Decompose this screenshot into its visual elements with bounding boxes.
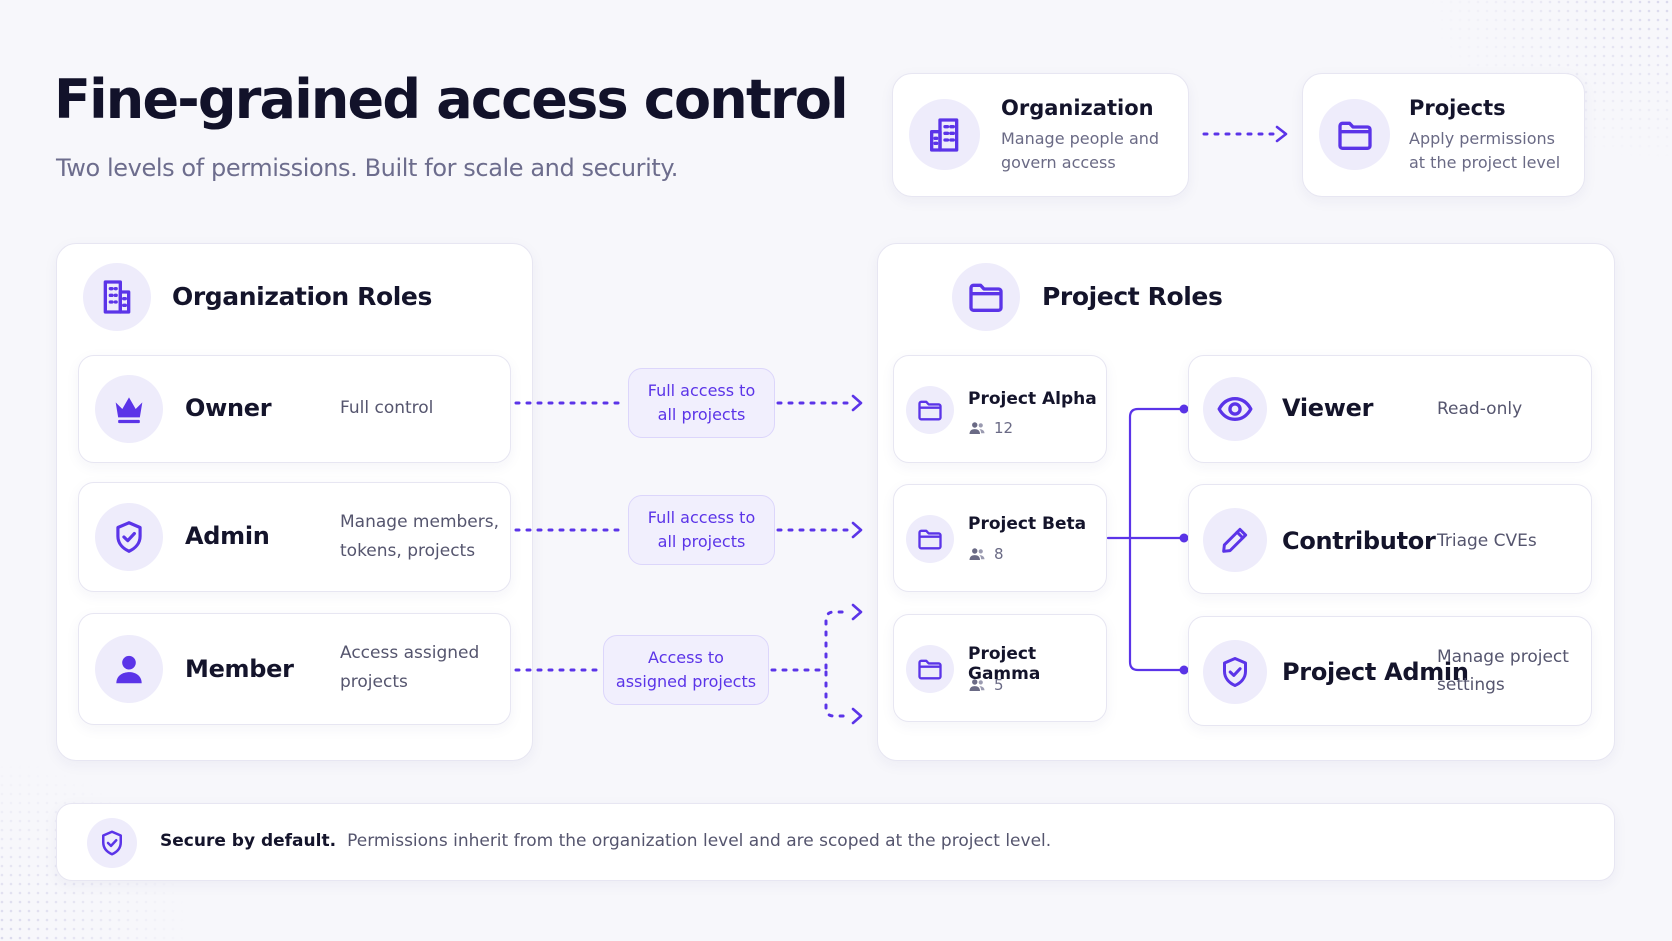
banner-message: Secure by default. Permissions inherit f… [160, 831, 1051, 851]
role-card-member[interactable]: Member Access assigned projects [78, 613, 511, 725]
users-icon [969, 679, 985, 691]
pencil-icon [1203, 508, 1267, 572]
crown-icon [95, 375, 163, 443]
shield-check-icon [95, 503, 163, 571]
member-count: 8 [968, 545, 1004, 563]
user-icon [95, 635, 163, 703]
role-name: Contributor [1282, 527, 1436, 555]
role-description: Manage members, tokens, projects [340, 512, 500, 561]
organization-flow-desc: Manage people and govern access [1001, 129, 1160, 172]
role-name: Project Admin [1282, 658, 1469, 686]
role-name: Viewer [1282, 394, 1374, 422]
projects-flow-title: Projects [1409, 96, 1506, 120]
role-name: Owner [185, 394, 272, 422]
page-title: Fine-grained access control [54, 68, 849, 131]
projects-flow-card: Projects Apply permissions at the projec… [1302, 73, 1585, 197]
project-card-beta[interactable]: Project Beta 8 [893, 484, 1107, 592]
organization-flow-card: Organization Manage people and govern ac… [892, 73, 1189, 197]
role-card-contributor[interactable]: Contributor Triage CVEs [1188, 484, 1592, 594]
role-description: Access assigned projects [340, 643, 480, 692]
security-banner: Secure by default. Permissions inherit f… [56, 803, 1615, 881]
role-name: Admin [185, 522, 270, 550]
project-name: Project Alpha [968, 389, 1097, 409]
project-card-gamma[interactable]: Project Gamma 5 [893, 614, 1107, 722]
users-icon [969, 422, 985, 434]
shield-check-icon [1203, 640, 1267, 704]
project-card-alpha[interactable]: Project Alpha 12 [893, 355, 1107, 463]
eye-icon [1203, 377, 1267, 441]
project-name: Project Beta [968, 514, 1087, 534]
role-card-project-admin[interactable]: Project Admin Manage project settings [1188, 616, 1592, 726]
building-icon [83, 263, 151, 331]
role-description: Read-only [1437, 399, 1523, 419]
role-description: Manage project settings [1437, 647, 1569, 695]
building-icon [909, 99, 980, 170]
role-description: Triage CVEs [1437, 531, 1537, 551]
users-icon [969, 548, 985, 560]
member-count: 12 [968, 419, 1013, 437]
folder-icon [906, 515, 954, 563]
role-description: Full control [340, 398, 434, 418]
folder-icon [952, 263, 1020, 331]
folder-icon [1319, 99, 1390, 170]
projects-flow-desc: Apply permissions at the project level [1409, 129, 1561, 172]
role-card-owner[interactable]: Owner Full control [78, 355, 511, 463]
role-card-viewer[interactable]: Viewer Read-only [1188, 355, 1592, 463]
page-subtitle: Two levels of permissions. Built for sca… [56, 154, 678, 182]
folder-icon [906, 386, 954, 434]
folder-icon [906, 645, 954, 693]
member-count: 5 [968, 676, 1004, 694]
flow-arrow [1202, 125, 1288, 143]
banner-body-text: Permissions inherit from the organizatio… [347, 831, 1052, 851]
project-name: Project Gamma [968, 644, 1041, 684]
shield-check-icon [87, 818, 137, 868]
project-roles-title: Project Roles [1042, 282, 1223, 311]
organization-flow-title: Organization [1001, 96, 1154, 120]
role-card-admin[interactable]: Admin Manage members, tokens, projects [78, 482, 511, 592]
organization-roles-title: Organization Roles [172, 282, 432, 311]
banner-strong-text: Secure by default. [160, 831, 337, 851]
role-name: Member [185, 655, 294, 683]
